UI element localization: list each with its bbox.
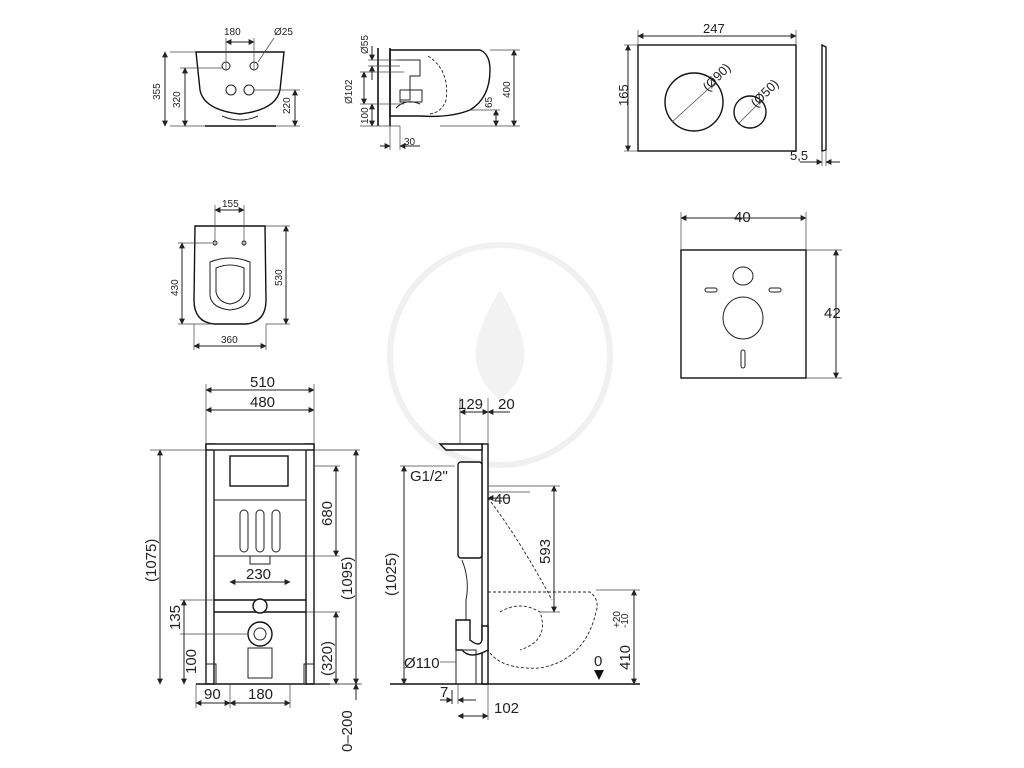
dim-247: 247	[703, 21, 725, 36]
dim-220: 220	[282, 97, 293, 114]
dim-1075: (1075)	[143, 539, 160, 582]
dim-135: 135	[167, 605, 184, 630]
insulation-pad	[680, 212, 842, 379]
watermark-logo	[387, 242, 613, 468]
flush-button-plate	[624, 30, 840, 166]
dim-320: (320)	[319, 641, 336, 676]
dim-5-5: 5,5	[790, 148, 808, 163]
dim-430: 430	[170, 279, 181, 296]
dim-360: 360	[221, 335, 238, 346]
dim-7: 7	[440, 684, 448, 701]
dim-30: 30	[404, 137, 416, 148]
dim-diameter-55: Ø55	[360, 35, 371, 54]
bowl-top-view	[178, 205, 290, 350]
frame-side-view	[390, 398, 640, 720]
dim-129: 129	[458, 396, 483, 413]
dim-65: 65	[484, 96, 495, 108]
dim-480: 480	[250, 394, 275, 411]
dim-180: 180	[224, 27, 241, 38]
dim-410: 410	[617, 645, 634, 670]
dim-410-tol-plus: +20	[612, 611, 623, 628]
dim-102: 102	[494, 700, 519, 717]
dim-40: 40	[734, 209, 751, 226]
dim-400: 400	[502, 81, 513, 98]
dim-155: 155	[222, 199, 239, 210]
dim-100: 100	[183, 649, 200, 674]
dim-100: 100	[360, 107, 371, 124]
dim-diameter-110: Ø110	[404, 655, 440, 672]
dim-0-200: 0–200	[339, 710, 356, 752]
dim-510: 510	[250, 374, 275, 391]
dim-1025: (1025)	[383, 553, 400, 596]
dim-zero-level: 0	[594, 653, 602, 670]
dim-165: 165	[616, 84, 631, 106]
dim-530: 530	[274, 269, 285, 286]
dim-20: 20	[498, 396, 515, 413]
frame-front-view	[150, 384, 362, 708]
dim-40-side: 40	[494, 491, 511, 508]
dim-320: 320	[172, 91, 183, 108]
dim-diameter-25: Ø25	[274, 27, 293, 38]
dim-1095: (1095)	[339, 557, 356, 600]
dim-g1-2: G1/2"	[410, 468, 448, 485]
dim-680: 680	[319, 501, 336, 526]
bowl-front-view	[162, 37, 300, 127]
bowl-side-view	[360, 46, 520, 150]
dim-593: 593	[537, 539, 554, 564]
dim-355: 355	[152, 83, 163, 100]
dim-180-frame: 180	[248, 686, 273, 703]
dim-90: 90	[204, 686, 221, 703]
dim-410-tol-minus: -10	[620, 613, 631, 628]
dim-diameter-102: Ø102	[344, 79, 355, 104]
dim-42: 42	[824, 305, 841, 322]
dim-230: 230	[246, 566, 271, 583]
